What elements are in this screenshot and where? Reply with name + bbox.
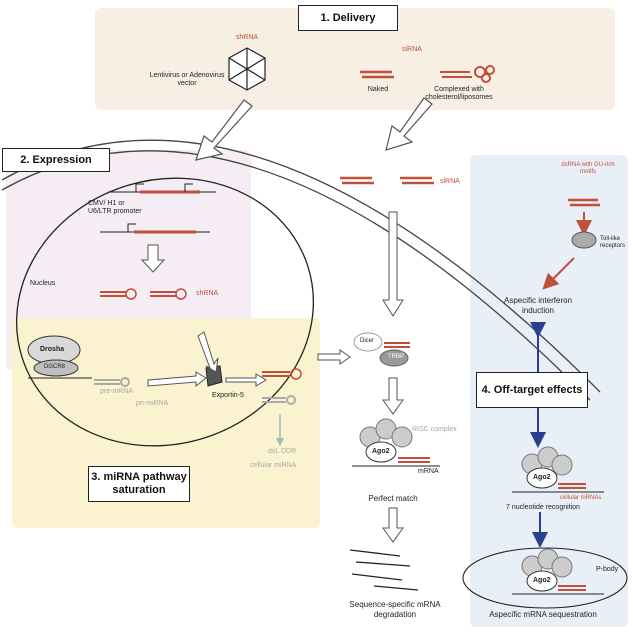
offtarget-ago2-a: Ago2	[533, 474, 551, 481]
offtarget-cellular-mrnas: cellular mRNAs	[560, 495, 602, 501]
pri-mirna-label: pri-miRNA	[136, 400, 169, 407]
cytoplasm-sirna-label: siRNA	[440, 178, 460, 185]
ago2-label: Ago2	[372, 448, 390, 455]
nucleus	[15, 177, 315, 447]
dsrna-label: dsRNA with GU-rich motifs	[561, 162, 615, 176]
delivery-arrow-left	[195, 99, 253, 161]
naked-sirna	[360, 70, 394, 79]
expression-down-arrow	[140, 244, 166, 273]
pre-mirna-label: pre-mRNA	[100, 388, 134, 395]
section-expression: 2. Expression	[2, 148, 110, 172]
section-mirna-saturation: 3. miRNA pathway saturation	[88, 466, 190, 502]
cell-membrane-outer	[1, 139, 601, 393]
risc-complex-label: RISC complex	[412, 426, 457, 433]
offtarget-risc-b	[512, 548, 604, 595]
dgcr8-label: DGCR8	[44, 364, 66, 370]
mrna-label: mRNA	[418, 468, 439, 475]
delivery-shrna-label: shRNA	[235, 34, 259, 41]
delivery-arrow-right	[385, 97, 433, 151]
delivery-sirna-label: siRNA	[402, 46, 422, 53]
promoter-label: CMV/ H1 or U6/LTR promoter	[88, 200, 142, 216]
shrna-hairpin	[100, 288, 187, 300]
exportin-label: Exportin-5	[212, 392, 244, 399]
offtarget-ago2-b: Ago2	[533, 577, 551, 584]
trbp-label: TRBP	[388, 354, 405, 360]
section-off-target: 4. Off-target effects	[476, 372, 588, 408]
perfect-match-label: Perfect match	[368, 494, 418, 503]
tlr-label: Toll-like receptors	[600, 236, 626, 250]
complexed-label: Complexed with cholesterol/liposomes	[425, 86, 493, 102]
expression-shrna-label: shRNA	[196, 290, 219, 297]
seed-label: 7 nucleotide recognition	[506, 504, 580, 511]
dicer-trbp	[353, 332, 409, 367]
section-delivery: 1. Delivery	[298, 5, 398, 31]
nucleus-label: Nucleus	[30, 280, 56, 287]
risc-complex	[352, 418, 440, 467]
cellular-mirna-label: cellular miRNA	[250, 462, 297, 469]
pbody-label: P-body	[596, 566, 619, 573]
cell-membrane-inner	[1, 150, 591, 401]
interferon-label: Aspecific interferon induction	[503, 296, 573, 315]
sirna-down-arrow	[382, 211, 404, 317]
vector-label: Lentivirus or Adenovirus vector	[149, 72, 225, 88]
complexed-sirna	[440, 65, 495, 83]
virus-icon	[228, 47, 266, 91]
dicer-cell-label: dsL DDR	[268, 448, 297, 455]
sequestration-label: Aspecific mRNA sequestration	[489, 610, 597, 619]
pbody-ellipse	[462, 547, 628, 609]
drosha-complex	[27, 335, 92, 379]
tlr-receptor	[571, 231, 597, 249]
degradation-label: Sequence-specific mRNA degradation	[349, 600, 441, 619]
mrna-fragments	[349, 549, 419, 591]
dicer-label: Dicer	[360, 338, 375, 344]
offtarget-risc-a	[512, 446, 604, 493]
naked-label: Naked	[367, 86, 389, 93]
drosha-label: Drosha	[40, 346, 65, 353]
